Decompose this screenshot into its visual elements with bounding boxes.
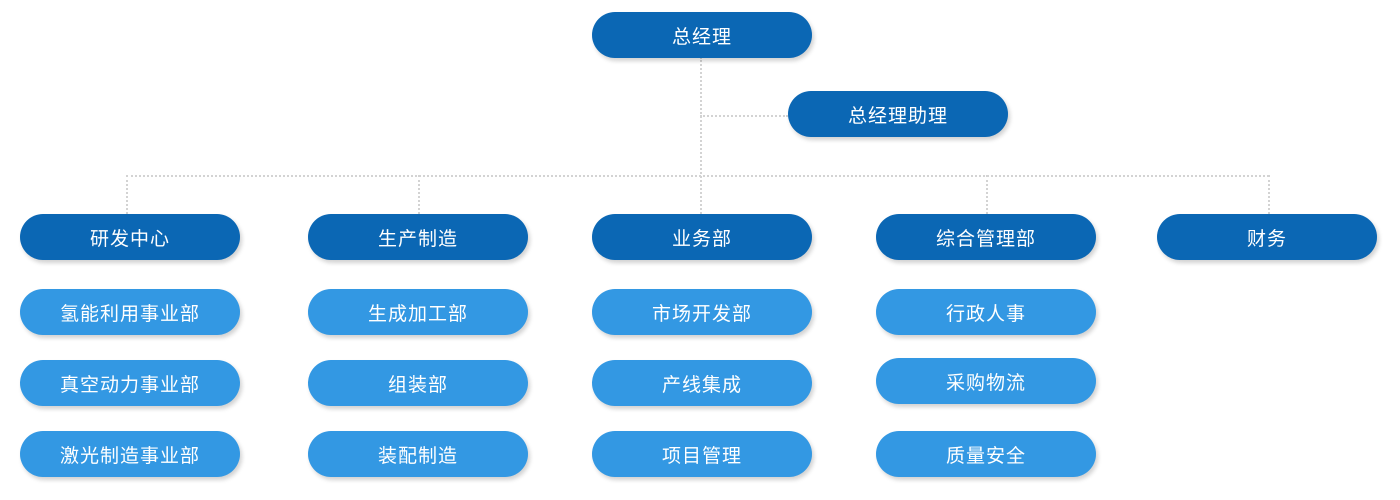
node-sub-hydrogen[interactable]: 氢能利用事业部 xyxy=(20,289,240,335)
connector-dept-1 xyxy=(126,175,128,214)
connector-dept-4 xyxy=(986,175,988,214)
node-sub-vacuum-power[interactable]: 真空动力事业部 xyxy=(20,360,240,406)
connector-dept-2 xyxy=(418,175,420,214)
connector-assistant-branch xyxy=(700,115,788,117)
node-sub-quality-safety[interactable]: 质量安全 xyxy=(876,431,1096,477)
connector-dept-5 xyxy=(1268,175,1270,214)
node-dept-manufacturing[interactable]: 生产制造 xyxy=(308,214,528,260)
node-sub-line-integration[interactable]: 产线集成 xyxy=(592,360,812,406)
connector-ceo-trunk xyxy=(700,57,702,214)
node-sub-admin-hr[interactable]: 行政人事 xyxy=(876,289,1096,335)
node-sub-assembly-manufacturing[interactable]: 装配制造 xyxy=(308,431,528,477)
node-sub-project-management[interactable]: 项目管理 xyxy=(592,431,812,477)
node-dept-finance[interactable]: 财务 xyxy=(1157,214,1377,260)
node-sub-procurement-logistics[interactable]: 采购物流 xyxy=(876,358,1096,404)
node-dept-general-management[interactable]: 综合管理部 xyxy=(876,214,1096,260)
node-sub-laser-manufacturing[interactable]: 激光制造事业部 xyxy=(20,431,240,477)
node-sub-assembly[interactable]: 组装部 xyxy=(308,360,528,406)
node-ceo-assistant[interactable]: 总经理助理 xyxy=(788,91,1008,137)
connector-department-bus xyxy=(126,175,1269,177)
node-sub-processing[interactable]: 生成加工部 xyxy=(308,289,528,335)
node-ceo[interactable]: 总经理 xyxy=(592,12,812,58)
node-dept-business[interactable]: 业务部 xyxy=(592,214,812,260)
node-dept-rnd-center[interactable]: 研发中心 xyxy=(20,214,240,260)
node-sub-market-development[interactable]: 市场开发部 xyxy=(592,289,812,335)
